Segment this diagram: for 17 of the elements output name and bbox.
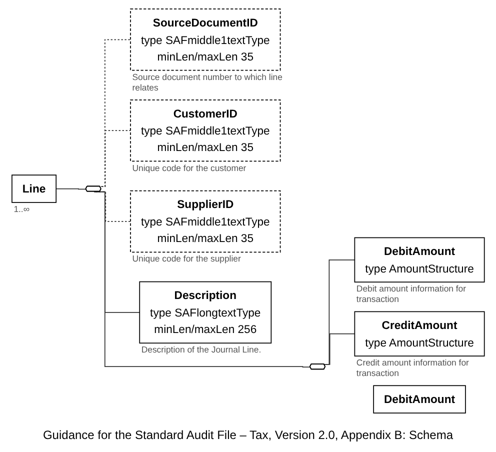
connector — [56, 188, 86, 190]
node-box: SourceDocumentID type SAFmiddle1textType minLen/maxLen 35 — [130, 8, 281, 71]
footer-text: Guidance for the Standard Audit File – Tax, Version 2.0, Appendix B: Schema — [42, 428, 454, 442]
node-caption: Credit amount information for transaction — [356, 358, 469, 378]
node-caption: Description of the Journal Line. — [141, 344, 261, 355]
node-caption: Debit amount information for transaction — [356, 284, 466, 304]
node-caption: Unique code for the supplier — [132, 254, 241, 264]
node-caption: Unique code for the customer — [132, 162, 246, 173]
node-box: CustomerID type SAFmiddle1textType minLen/maxLen 35 — [130, 99, 281, 162]
node-box: Description type SAFlongtextType minLen/maxLen 256 — [139, 281, 272, 344]
node-box: DebitAmount — [372, 385, 466, 414]
node-box: CreditAmount type AmountStructure — [354, 311, 485, 356]
node-box: Line — [11, 174, 56, 203]
node-caption: 1..∞ — [14, 204, 30, 214]
node-box: SupplierID type SAFmiddle1textType minLen/maxLen 35 — [130, 190, 281, 253]
node-box: DebitAmount type AmountStructure — [354, 237, 485, 283]
node-caption: Source document number to which line relates — [132, 72, 282, 92]
